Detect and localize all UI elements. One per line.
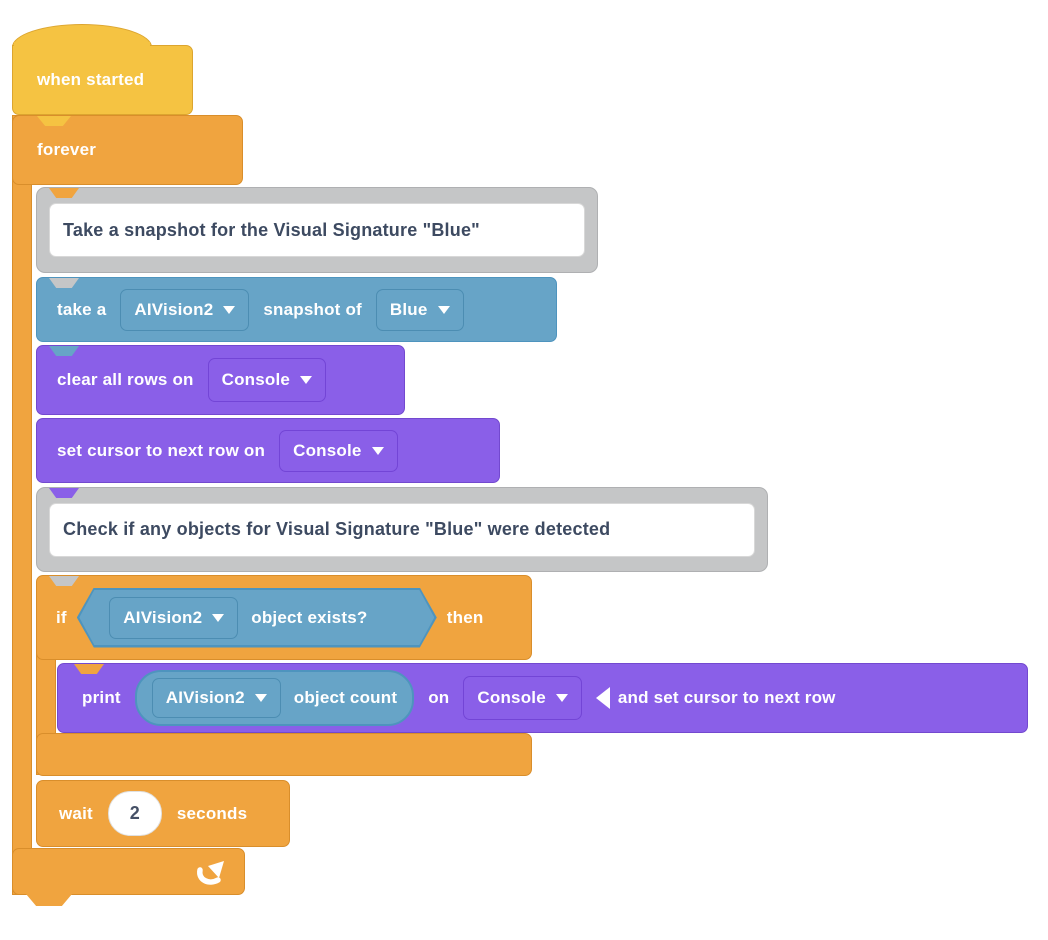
if-block-footer[interactable] bbox=[36, 733, 532, 776]
forever-block-footer[interactable] bbox=[12, 848, 245, 895]
comment-input[interactable]: Check if any objects for Visual Signatur… bbox=[49, 502, 755, 557]
console-dropdown-value: Console bbox=[221, 370, 291, 389]
collapse-arrow-icon[interactable] bbox=[595, 687, 610, 709]
forever-block[interactable]: forever bbox=[12, 115, 243, 185]
print-block[interactable]: print AIVision2 object count on Console … bbox=[57, 663, 1028, 733]
forever-bottom-tab bbox=[26, 894, 72, 906]
print-keyword-label: print bbox=[82, 688, 121, 707]
camera-dropdown[interactable]: AIVision2 bbox=[109, 597, 238, 639]
camera-dropdown-value: AIVision2 bbox=[165, 688, 245, 707]
notch-bump bbox=[49, 188, 79, 198]
notch-bump bbox=[49, 576, 79, 586]
print-suffix-label: and set cursor to next row bbox=[617, 688, 836, 707]
clear-rows-label: clear all rows on bbox=[57, 370, 194, 389]
caret-down-icon bbox=[300, 376, 313, 384]
object-exists-label: object exists? bbox=[251, 607, 368, 627]
object-exists-boolean[interactable]: AIVision2 object exists? bbox=[77, 588, 437, 648]
console-dropdown[interactable]: Console bbox=[207, 358, 327, 402]
console-dropdown-value: Console bbox=[477, 688, 546, 707]
wait-keyword-label: wait bbox=[59, 803, 93, 823]
camera-dropdown[interactable]: AIVision2 bbox=[151, 678, 281, 718]
console-dropdown[interactable]: Console bbox=[279, 429, 398, 472]
wait-unit-label: seconds bbox=[176, 803, 248, 823]
if-keyword-label: if bbox=[56, 607, 67, 627]
notch-bump bbox=[49, 346, 79, 356]
if-block[interactable]: if AIVision2 object exists? then bbox=[36, 575, 532, 660]
notch-bump bbox=[49, 278, 79, 288]
caret-down-icon bbox=[555, 694, 568, 702]
caret-down-icon bbox=[437, 305, 450, 314]
console-dropdown-value: Console bbox=[293, 440, 362, 460]
comment-input[interactable]: Take a snapshot for the Visual Signature… bbox=[49, 203, 585, 257]
camera-dropdown[interactable]: AIVision2 bbox=[120, 288, 250, 331]
caret-down-icon bbox=[371, 446, 384, 455]
notch-bump bbox=[49, 488, 79, 498]
caret-down-icon bbox=[223, 305, 236, 314]
comment-block-check[interactable]: Check if any objects for Visual Signatur… bbox=[36, 487, 768, 572]
take-snapshot-label-before: take a bbox=[57, 299, 107, 319]
forever-block-arm bbox=[12, 115, 32, 895]
clear-rows-block[interactable]: clear all rows on Console bbox=[36, 345, 405, 415]
notch-bump bbox=[74, 664, 104, 674]
hat-dome-cover bbox=[14, 42, 150, 50]
when-started-label: when started bbox=[37, 70, 145, 89]
take-snapshot-label-middle: snapshot of bbox=[263, 299, 362, 319]
caret-down-icon bbox=[254, 694, 267, 702]
then-keyword-label: then bbox=[446, 607, 484, 627]
comment-block-snapshot[interactable]: Take a snapshot for the Visual Signature… bbox=[36, 187, 598, 273]
set-cursor-label: set cursor to next row on bbox=[57, 440, 266, 460]
camera-dropdown-value: AIVision2 bbox=[134, 299, 214, 319]
when-started-hat-block[interactable]: when started bbox=[12, 45, 193, 115]
print-on-label: on bbox=[428, 688, 450, 707]
signature-dropdown-value: Blue bbox=[389, 299, 428, 319]
camera-dropdown-value: AIVision2 bbox=[123, 607, 203, 627]
notch-bump bbox=[37, 116, 71, 126]
signature-dropdown[interactable]: Blue bbox=[375, 288, 464, 331]
console-dropdown[interactable]: Console bbox=[463, 676, 582, 720]
object-count-reporter[interactable]: AIVision2 object count bbox=[134, 670, 415, 726]
wait-block[interactable]: wait 2 seconds bbox=[36, 780, 290, 847]
caret-down-icon bbox=[212, 614, 224, 622]
take-snapshot-block[interactable]: take a AIVision2 snapshot of Blue bbox=[36, 277, 557, 342]
forever-label: forever bbox=[37, 140, 97, 159]
set-cursor-block[interactable]: set cursor to next row on Console bbox=[36, 418, 500, 483]
object-count-label: object count bbox=[293, 688, 398, 707]
loop-arrow-icon bbox=[197, 861, 224, 885]
wait-seconds-input[interactable]: 2 bbox=[107, 791, 162, 836]
